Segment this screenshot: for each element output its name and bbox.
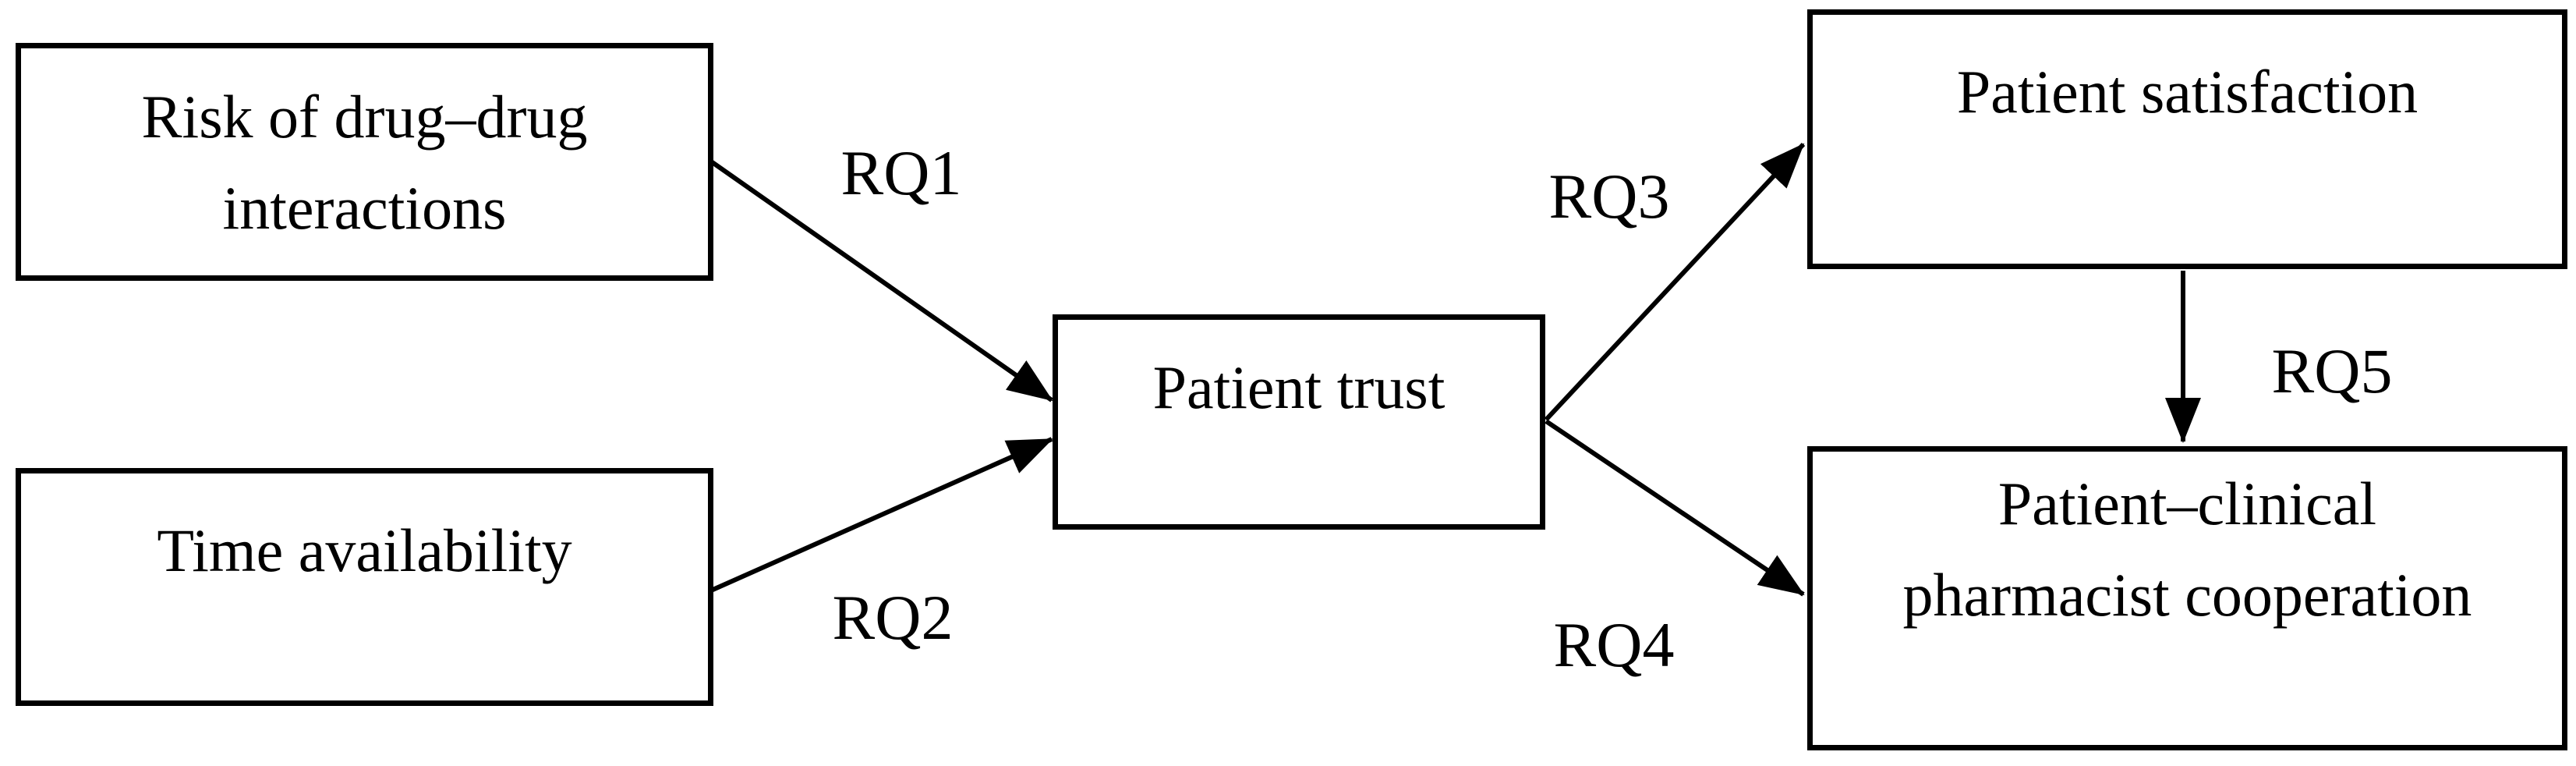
rq1-label: RQ1	[840, 137, 962, 208]
node-patient-trust: Patient trust	[1053, 314, 1545, 530]
rq4-arrow	[1545, 419, 1805, 597]
rq3-arrow	[1544, 142, 1806, 422]
node-time-availability: Time availability	[16, 468, 713, 706]
rq2-arrow	[709, 437, 1053, 593]
rq5-label: RQ5	[2271, 335, 2393, 406]
rq3-label: RQ3	[1548, 161, 1670, 232]
rq1-arrow	[709, 159, 1053, 403]
node-risk-of-drug-drug-interactions: Risk of drug–drug interactions	[16, 43, 713, 281]
node-patient-clinical-pharmacist-cooperation: Patient–clinical pharmacist cooperation	[1807, 446, 2567, 750]
node-patient-satisfaction: Patient satisfaction	[1807, 9, 2567, 269]
rq4-label: RQ4	[1553, 609, 1675, 680]
rq2-label: RQ2	[832, 582, 954, 653]
